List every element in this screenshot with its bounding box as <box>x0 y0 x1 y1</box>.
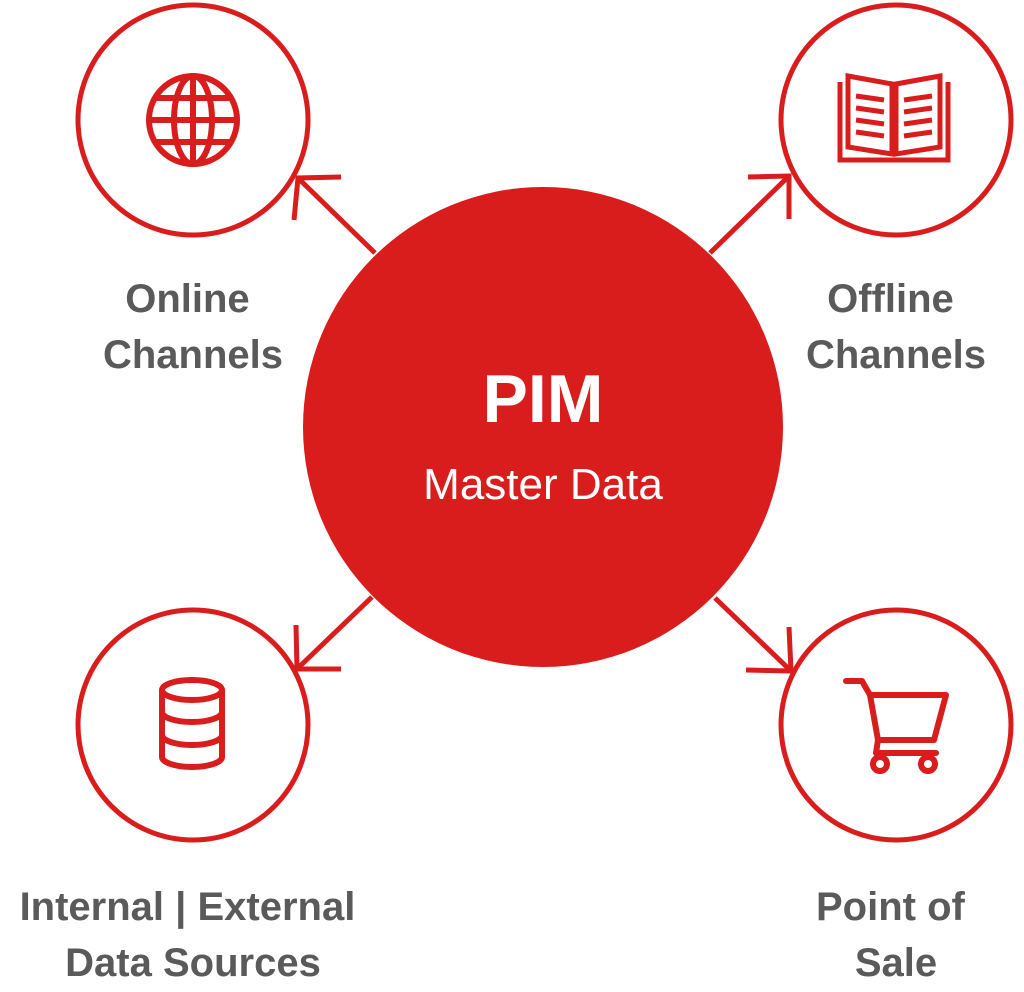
node-label-line-1: Online <box>125 277 249 321</box>
node-circle <box>778 607 1014 843</box>
arrow-to-offline-channels <box>708 173 792 255</box>
center-circle <box>303 187 783 667</box>
node-label-line-2: Channels <box>103 333 283 377</box>
node-circle <box>75 607 311 843</box>
node-label: Internal | External Data Sources <box>20 885 367 985</box>
center-subtitle: Master Data <box>423 460 663 509</box>
shopping-cart-icon <box>843 678 949 774</box>
node-label-line-1: Internal | External <box>20 885 356 929</box>
node-label-line-1: Point of <box>816 885 966 929</box>
node-label: Offline Channels <box>806 277 986 377</box>
node-label-line-2: Sale <box>855 941 937 985</box>
node-point-of-sale: Point of Sale <box>778 607 1014 985</box>
center-title: PIM <box>483 361 604 437</box>
node-label-line-2: Data Sources <box>65 941 321 985</box>
database-icon <box>159 677 225 770</box>
node-label-line-1: Offline <box>827 277 954 321</box>
node-data-sources: Internal | External Data Sources <box>20 607 367 985</box>
book-icon <box>837 73 951 163</box>
node-online-channels: Online Channels <box>75 2 311 377</box>
arrow-to-online-channels <box>291 174 377 255</box>
node-label: Point of Sale <box>816 885 976 985</box>
node-label: Online Channels <box>103 277 283 377</box>
arrow-to-point-of-sale <box>713 596 794 674</box>
globe-icon <box>146 73 240 167</box>
arrow-to-data-sources <box>293 595 374 672</box>
node-label-line-2: Channels <box>806 333 986 377</box>
connectors <box>291 173 794 674</box>
node-offline-channels: Offline Channels <box>778 2 1014 377</box>
